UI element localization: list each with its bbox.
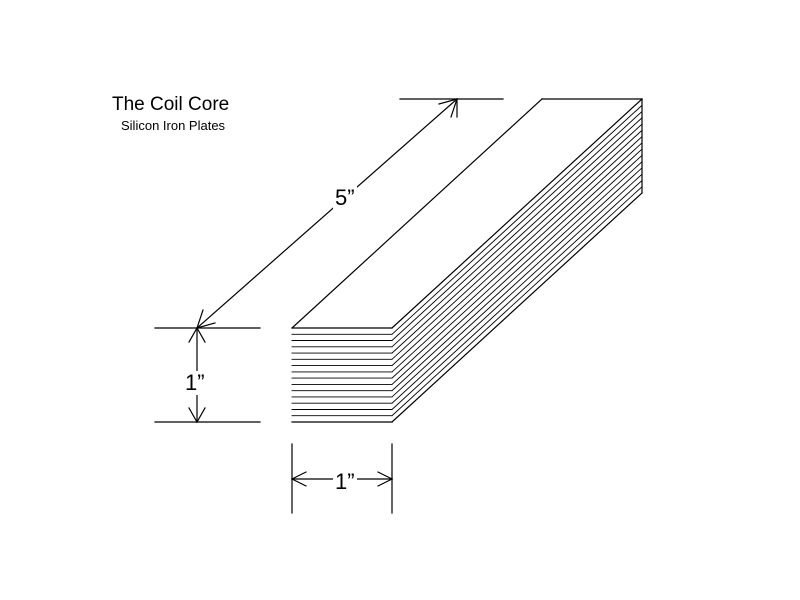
side-plate-line <box>391 135 643 367</box>
width-arrow-right <box>377 471 394 487</box>
front-plate-lines <box>291 333 393 417</box>
side-plate-line <box>391 123 643 354</box>
side-plate-line <box>391 104 643 335</box>
side-plate-lines <box>391 104 643 417</box>
diagram-subtitle: Silicon Iron Plates <box>121 118 226 133</box>
length-label: 5” <box>333 185 357 210</box>
height-dimension <box>154 326 261 424</box>
side-plate-line <box>391 117 643 348</box>
length-dimension-line <box>196 98 458 329</box>
width-label: 1” <box>333 469 357 494</box>
side-plate-line <box>391 142 643 373</box>
height-label: 1” <box>183 370 207 395</box>
length-arrow-top <box>438 98 458 118</box>
side-plate-line <box>391 148 643 379</box>
height-arrow-bottom <box>188 407 206 424</box>
side-plate-line <box>391 161 643 392</box>
side-plate-line <box>391 179 643 411</box>
side-plate-line <box>391 154 643 386</box>
front-face <box>291 327 393 423</box>
side-plate-line <box>391 110 643 342</box>
side-plate-line <box>391 167 643 398</box>
diagram-title: The Coil Core <box>112 94 230 115</box>
side-face <box>391 98 643 423</box>
side-plate-line <box>391 129 643 360</box>
side-plate-line <box>391 173 643 404</box>
side-plate-line <box>391 186 643 417</box>
height-arrow-top <box>188 326 206 343</box>
width-arrow-left <box>290 471 307 487</box>
top-face <box>291 98 643 329</box>
